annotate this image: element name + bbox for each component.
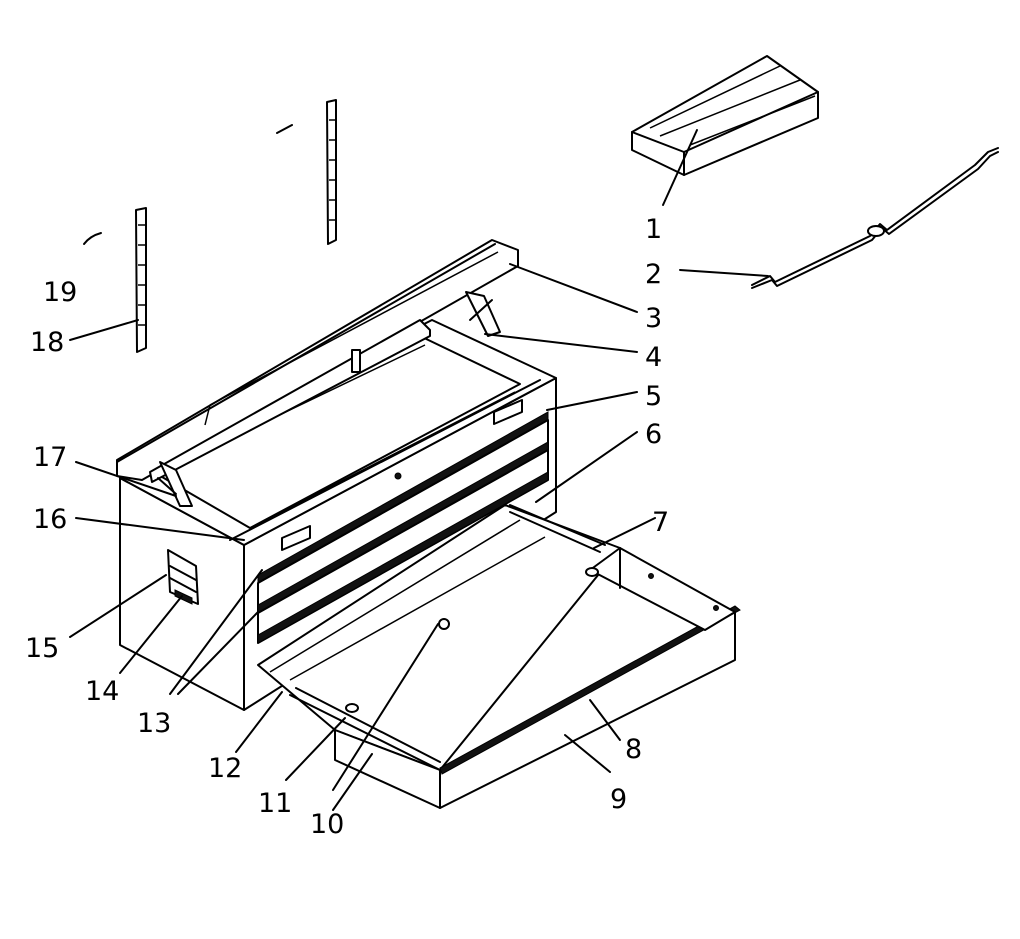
lid-stays <box>157 291 501 507</box>
callout-4: 4 <box>645 342 662 373</box>
callout-19: 19 <box>43 277 77 308</box>
hinge-pin-right <box>276 124 293 134</box>
callout-7: 7 <box>652 507 669 538</box>
callout-12: 12 <box>208 753 242 784</box>
callout-15: 15 <box>25 633 59 664</box>
tool-tray <box>631 55 819 176</box>
hinge-pin-left <box>83 232 102 245</box>
callout-8: 8 <box>625 734 642 765</box>
callout-18: 18 <box>30 327 64 358</box>
lid-support-rod <box>751 147 999 289</box>
leader-lines <box>69 129 769 811</box>
callout-16: 16 <box>33 504 67 535</box>
callout-2: 2 <box>645 259 662 290</box>
hinge-strip-right <box>326 99 337 245</box>
front-drawers <box>257 399 549 644</box>
callout-13: 13 <box>137 708 171 739</box>
callout-10: 10 <box>310 809 344 840</box>
callout-17: 17 <box>33 442 67 473</box>
side-handle <box>167 549 199 605</box>
callout-14: 14 <box>85 676 119 707</box>
callout-3: 3 <box>645 303 662 334</box>
callout-6: 6 <box>645 419 662 450</box>
callout-1: 1 <box>645 214 662 245</box>
hinge-strip-left <box>135 207 147 353</box>
callout-11: 11 <box>258 788 292 819</box>
callout-labels: 1 2 3 4 5 6 7 8 9 10 11 12 13 14 15 16 1… <box>25 214 669 840</box>
callout-9: 9 <box>610 784 627 815</box>
callout-5: 5 <box>645 381 662 412</box>
open-drawer <box>257 504 741 809</box>
